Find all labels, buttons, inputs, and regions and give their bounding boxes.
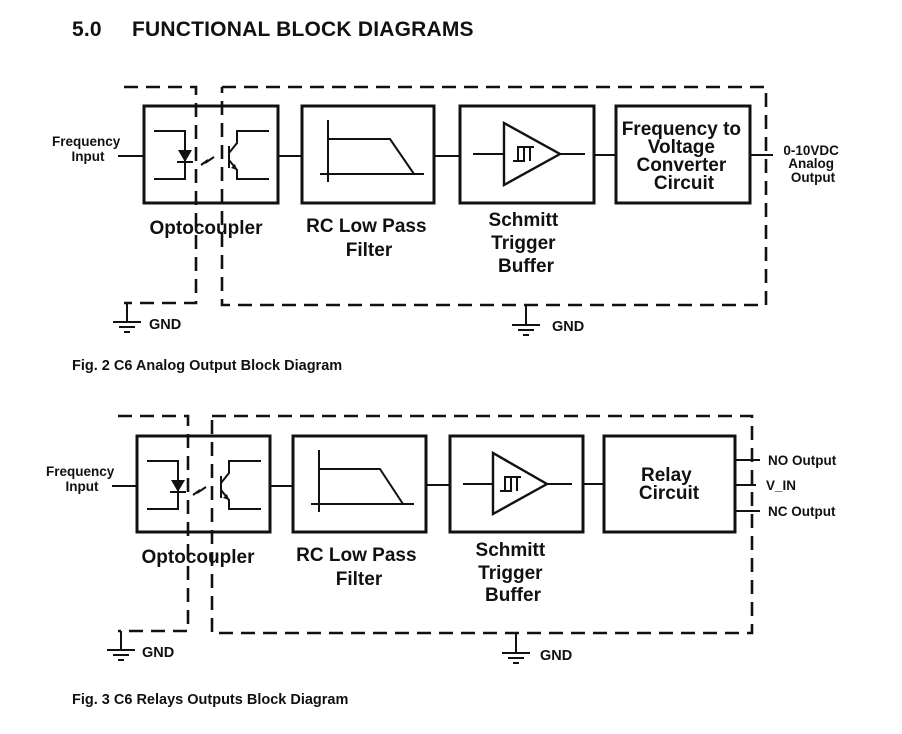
analog-output-block-diagram: Frequency Input Optocoupler RC Low Pass … bbox=[52, 85, 842, 336]
analog-output-label: 0-10VDC Analog Output bbox=[783, 143, 842, 185]
no-output-label: NO Output bbox=[768, 453, 837, 468]
optocoupler-block bbox=[135, 434, 272, 534]
input-label: Frequency Input bbox=[46, 464, 118, 494]
rc-low-pass-filter-label: RC Low Pass Filter bbox=[296, 545, 422, 590]
figure-2-caption: Fig. 2 C6 Analog Output Block Diagram bbox=[72, 358, 343, 374]
output-isolation-boundary bbox=[220, 85, 768, 307]
optocoupler-label: Optocoupler bbox=[142, 547, 256, 568]
schmitt-trigger-buffer-label: Schmitt Trigger Buffer bbox=[489, 210, 564, 277]
schmitt-trigger-symbol-icon bbox=[473, 120, 585, 188]
relay-circuit-label: Relay Circuit bbox=[639, 465, 700, 504]
gnd-label: GND bbox=[552, 319, 584, 335]
section-title: FUNCTIONAL BLOCK DIAGRAMS bbox=[132, 18, 474, 41]
figure-3-caption: Fig. 3 C6 Relays Outputs Block Diagram bbox=[72, 692, 349, 708]
section-heading: 5.0 FUNCTIONAL BLOCK DIAGRAMS bbox=[72, 18, 474, 42]
optocoupler-block bbox=[142, 104, 280, 205]
input-isolation-boundary bbox=[118, 414, 190, 633]
low-pass-response-icon bbox=[320, 120, 424, 182]
schmitt-trigger-symbol-icon bbox=[463, 450, 572, 517]
gnd-label: GND bbox=[142, 645, 174, 661]
optocoupler-symbol-icon bbox=[147, 460, 261, 510]
v-in-label: V_IN bbox=[766, 478, 796, 493]
rc-low-pass-filter-block bbox=[300, 104, 436, 205]
nc-output-label: NC Output bbox=[768, 504, 836, 519]
input-isolation-boundary bbox=[124, 85, 198, 305]
ground-icon bbox=[113, 303, 141, 333]
ground-icon bbox=[512, 305, 540, 336]
ground-icon bbox=[107, 631, 135, 661]
rc-low-pass-filter-label: RC Low Pass Filter bbox=[306, 216, 432, 261]
frequency-to-voltage-converter-label: Frequency to Voltage Converter Circuit bbox=[622, 119, 747, 194]
relay-outputs-block-diagram: Frequency Input Optocoupler RC Low Pass … bbox=[46, 414, 837, 664]
output-isolation-boundary bbox=[210, 414, 754, 635]
low-pass-response-icon bbox=[311, 450, 414, 512]
optocoupler-symbol-icon bbox=[154, 130, 269, 180]
schmitt-trigger-buffer-label: Schmitt Trigger Buffer bbox=[476, 540, 551, 606]
rc-low-pass-filter-block bbox=[291, 434, 428, 534]
optocoupler-label: Optocoupler bbox=[150, 218, 264, 239]
ground-icon bbox=[502, 633, 530, 664]
gnd-label: GND bbox=[540, 648, 572, 664]
input-label: Frequency Input bbox=[52, 134, 124, 164]
gnd-label: GND bbox=[149, 317, 181, 333]
section-number: 5.0 bbox=[72, 18, 102, 41]
